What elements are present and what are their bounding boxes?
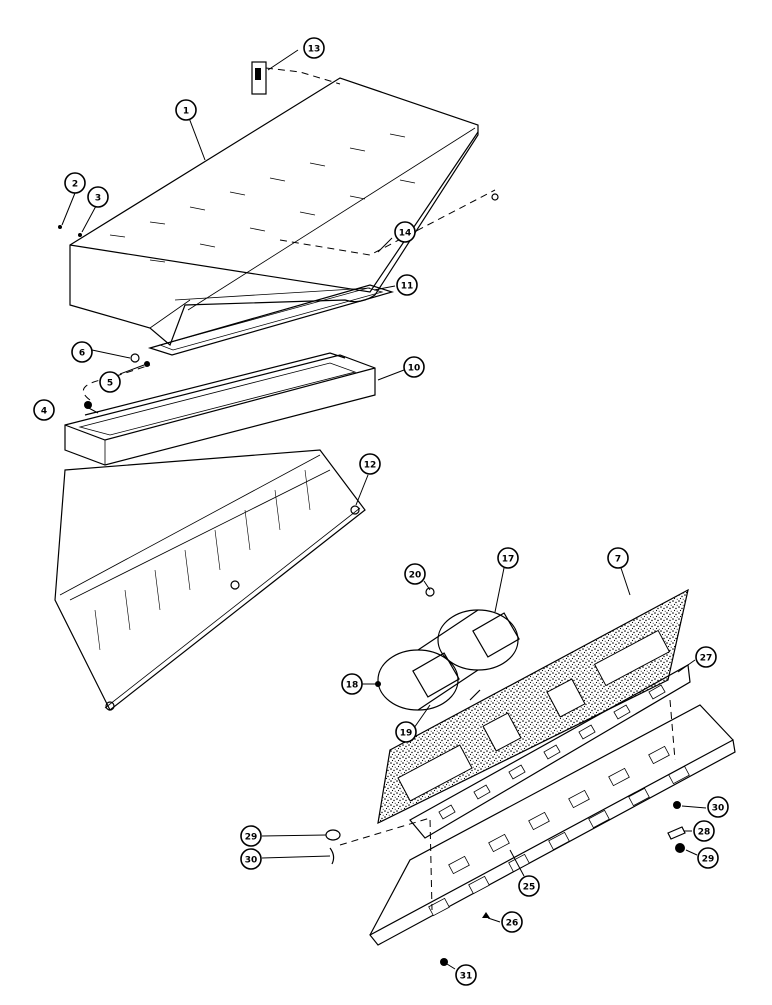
- callout-7-label: 7: [615, 555, 621, 565]
- blower-motor: [377, 609, 520, 711]
- callout-30-right: 30: [707, 796, 729, 818]
- callout-19-label: 19: [400, 729, 413, 739]
- callout-2-label: 2: [72, 180, 78, 190]
- callout-30-left-label: 30: [245, 856, 258, 866]
- callout-6: 6: [71, 341, 93, 363]
- hardware-path-left: [339, 817, 433, 911]
- callout-4: 4: [33, 399, 55, 421]
- callout-17-label: 17: [502, 555, 515, 565]
- callout-25-label: 25: [523, 883, 536, 893]
- callout-11: 11: [396, 274, 418, 296]
- callout-29-left-label: 29: [245, 833, 258, 843]
- callout-3-label: 3: [95, 194, 101, 204]
- callout-20: 20: [404, 563, 426, 585]
- cover-fastener-path: [279, 189, 496, 256]
- callout-17: 17: [497, 547, 519, 569]
- washer-29-left: [325, 829, 341, 841]
- callout-19: 19: [395, 721, 417, 743]
- callout-3: 3: [87, 186, 109, 208]
- insulation-panel: [377, 588, 689, 825]
- callout-27-label: 27: [700, 654, 713, 664]
- callout-31-label: 31: [460, 972, 473, 982]
- screw-31: [440, 958, 448, 966]
- callout-25: 25: [518, 875, 540, 897]
- callout-14: 14: [394, 221, 416, 243]
- callout-13-label: 13: [308, 45, 321, 55]
- callout-12: 12: [359, 453, 381, 475]
- clip-30-left: [329, 847, 335, 865]
- screw-2: [58, 225, 62, 229]
- callout-1-label: 1: [183, 107, 189, 117]
- housing-cover: [69, 77, 479, 347]
- callout-29-right-label: 29: [702, 855, 715, 865]
- callout-2: 2: [64, 172, 86, 194]
- washer-30-right: [673, 801, 681, 809]
- callout-12-label: 12: [364, 461, 377, 471]
- callout-20-label: 20: [409, 571, 422, 581]
- callout-6-label: 6: [79, 349, 85, 359]
- callout-5-label: 5: [107, 379, 113, 389]
- grille-plate: [369, 704, 736, 946]
- gasket-frame: [147, 284, 395, 356]
- callout-27: 27: [695, 646, 717, 668]
- callout-31: 31: [455, 964, 477, 986]
- callout-30-left: 30: [240, 848, 262, 870]
- nut-20: [425, 587, 435, 597]
- filter-tray: [64, 352, 376, 466]
- nut-29-right: [675, 843, 685, 853]
- callout-5: 5: [99, 371, 121, 393]
- leader-lines: [61, 49, 707, 970]
- callout-18-label: 18: [346, 681, 359, 691]
- callout-28: 28: [693, 820, 715, 842]
- washer-3: [78, 233, 82, 237]
- slotted-rail: [409, 664, 691, 839]
- callout-11-label: 11: [401, 282, 414, 292]
- callout-29-right: 29: [697, 847, 719, 869]
- callout-29-left: 29: [240, 825, 262, 847]
- callout-14-label: 14: [399, 229, 412, 239]
- cover-fastener: [491, 193, 499, 201]
- clip-28: [667, 826, 686, 840]
- mounting-bracket: [251, 61, 341, 95]
- callout-1: 1: [175, 99, 197, 121]
- callout-10: 10: [403, 356, 425, 378]
- callout-13: 13: [303, 37, 325, 59]
- callout-10-label: 10: [408, 364, 421, 374]
- callout-30-right-label: 30: [712, 804, 725, 814]
- callout-4-label: 4: [41, 407, 47, 417]
- callout-26: 26: [501, 911, 523, 933]
- hardware-path-right: [669, 699, 676, 761]
- blower-housing-rail: [54, 449, 366, 711]
- callout-7: 7: [607, 547, 629, 569]
- screw-18: [375, 681, 381, 687]
- callout-26-label: 26: [506, 919, 519, 929]
- callout-18: 18: [341, 673, 363, 695]
- screw-26: [482, 912, 490, 918]
- callout-28-label: 28: [698, 828, 711, 838]
